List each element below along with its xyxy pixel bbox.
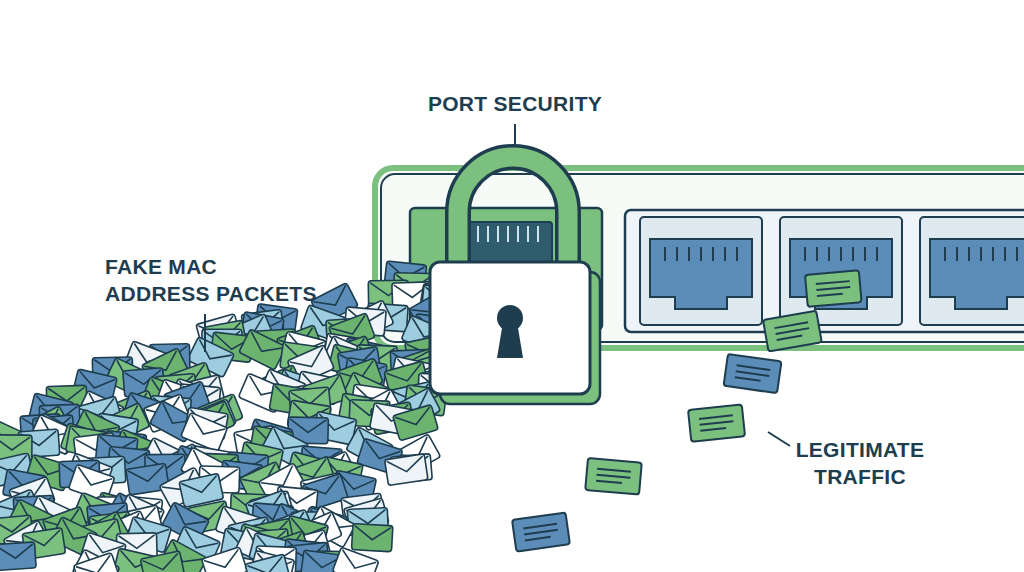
traffic-packet [805,270,862,307]
traffic-packet [763,311,822,352]
fake-packet [245,554,290,572]
legitimate-packets [512,270,862,551]
traffic-packet [688,404,745,441]
callout-label: PORT SECURITY [415,90,615,117]
port-panel [625,210,1024,332]
fake-packet-pile [0,261,472,572]
padlock-body [430,262,590,394]
switch-port [640,217,762,325]
fake-packet [0,542,36,571]
fake-packet [352,524,393,552]
label-holder: PORT SECURITY [415,90,615,117]
switch-port [780,217,902,325]
fake-packet [332,547,379,572]
fake-packet [385,454,428,486]
padlock-shackle [458,157,568,272]
leader-line [514,124,516,146]
label-holder: LEGITIMATE TRAFFIC [785,436,935,490]
leader-line [204,314,206,352]
fake-packet [72,549,119,572]
traffic-packet [724,354,782,393]
fake-packet [239,329,286,370]
padlock [430,157,600,404]
callout-label: FAKE MAC ADDRESS PACKETS [105,253,320,307]
callout-label: LEGITIMATE TRAFFIC [785,436,935,490]
keyhole-slot [497,322,523,358]
fake-packet [140,551,185,572]
traffic-packet [585,458,642,495]
switch-port [920,217,1024,325]
fake-packet [201,547,247,572]
padlock-shackle-fill [458,157,568,272]
fake-packet [73,553,119,572]
leader-line [768,432,790,446]
traffic-packet [512,512,570,551]
fake-packet [393,405,439,441]
label-holder: FAKE MAC ADDRESS PACKETS [105,253,320,307]
